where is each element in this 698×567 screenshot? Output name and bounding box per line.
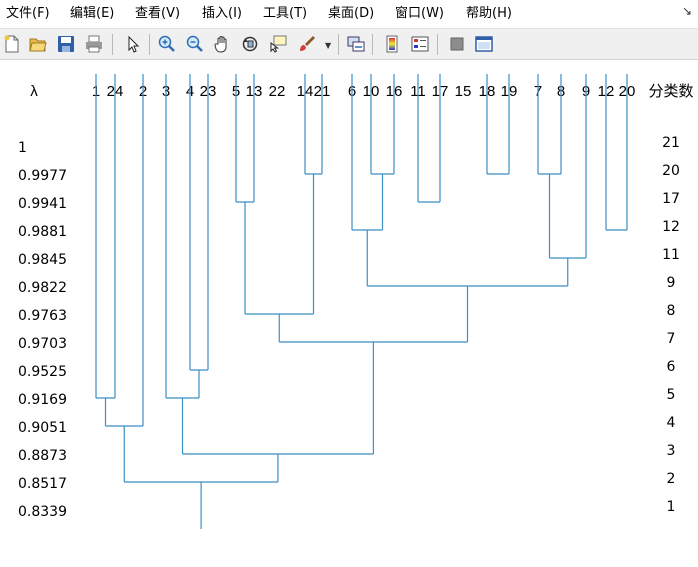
- dendrogram-plot: λ分类数124234235132214216101611171518197891…: [0, 60, 698, 567]
- class-count-label: 3: [667, 443, 676, 459]
- lambda-value-label: 1: [18, 140, 27, 156]
- class-count-label: 9: [667, 275, 676, 291]
- open-file-icon[interactable]: [27, 33, 49, 55]
- lambda-value-label: 0.9169: [18, 392, 67, 408]
- class-count-label: 5: [667, 387, 676, 403]
- toolbar-separator: [437, 34, 438, 55]
- lambda-value-label: 0.9881: [18, 224, 67, 240]
- lambda-value-label: 0.9845: [18, 252, 67, 268]
- menu-bar: 文件(F) 编辑(E) 查看(V) 插入(I) 工具(T) 桌面(D) 窗口(W…: [0, 0, 698, 28]
- class-count-label: 6: [667, 359, 676, 375]
- class-count-label: 7: [667, 331, 676, 347]
- menu-view[interactable]: 查看(V): [135, 6, 181, 21]
- menu-desktop[interactable]: 桌面(D): [328, 6, 375, 21]
- dendrogram-canvas: λ分类数124234235132214216101611171518197891…: [18, 74, 694, 529]
- lambda-value-label: 0.8873: [18, 448, 67, 464]
- toolbar-separator: [112, 34, 113, 55]
- toolbar-separator: [372, 34, 373, 55]
- lambda-value-label: 0.9703: [18, 336, 67, 352]
- toolbar: ▼: [0, 28, 698, 60]
- new-figure-icon[interactable]: [1, 33, 23, 55]
- lambda-value-label: 0.9525: [18, 364, 67, 380]
- class-count-label: 21: [662, 135, 680, 151]
- zoom-in-icon[interactable]: [156, 33, 178, 55]
- class-count-label: 2: [667, 471, 676, 487]
- lambda-value-label: 0.9763: [18, 308, 67, 324]
- brush-icon[interactable]: [296, 33, 318, 55]
- menu-tools[interactable]: 工具(T): [263, 6, 308, 21]
- leaf-label: 15: [455, 83, 472, 100]
- lambda-value-label: 0.8339: [18, 504, 67, 520]
- menu-window[interactable]: 窗口(W): [395, 6, 444, 21]
- show-plot-tools-icon[interactable]: [473, 33, 495, 55]
- zoom-out-icon[interactable]: [184, 33, 206, 55]
- menu-insert[interactable]: 插入(I): [202, 6, 242, 21]
- lambda-value-label: 0.9051: [18, 420, 67, 436]
- link-plot-icon[interactable]: [345, 33, 367, 55]
- colorbar-icon[interactable]: [381, 33, 403, 55]
- leaf-label: 22: [269, 83, 286, 100]
- rotate-3d-icon[interactable]: [239, 33, 261, 55]
- menu-help[interactable]: 帮助(H): [466, 6, 512, 21]
- save-icon[interactable]: [55, 33, 77, 55]
- lambda-value-label: 0.9822: [18, 280, 67, 296]
- class-count-label: 11: [662, 247, 680, 263]
- lambda-value-label: 0.9977: [18, 168, 67, 184]
- lambda-value-label: 0.8517: [18, 476, 67, 492]
- class-count-label: 8: [667, 303, 676, 319]
- toolbar-separator: [338, 34, 339, 55]
- lambda-value-label: 0.9941: [18, 196, 67, 212]
- class-count-label: 12: [662, 219, 680, 235]
- pan-hand-icon[interactable]: [211, 33, 233, 55]
- data-cursor-icon[interactable]: [267, 33, 289, 55]
- class-count-label: 20: [662, 163, 680, 179]
- class-count-header: 分类数: [648, 83, 693, 100]
- hide-plot-tools-icon[interactable]: [446, 33, 468, 55]
- lambda-header: λ: [30, 83, 38, 100]
- menu-edit[interactable]: 编辑(E): [70, 6, 115, 21]
- toolbar-separator: [149, 34, 150, 55]
- print-icon[interactable]: [83, 33, 105, 55]
- legend-icon[interactable]: [409, 33, 431, 55]
- class-count-label: 1: [667, 499, 676, 515]
- brush-dropdown-icon[interactable]: ▼: [325, 41, 332, 50]
- menu-file[interactable]: 文件(F): [6, 6, 50, 21]
- select-pointer-icon[interactable]: [122, 33, 144, 55]
- dock-arrow-icon[interactable]: ↘: [681, 4, 692, 18]
- class-count-label: 17: [662, 191, 680, 207]
- class-count-label: 4: [667, 415, 676, 431]
